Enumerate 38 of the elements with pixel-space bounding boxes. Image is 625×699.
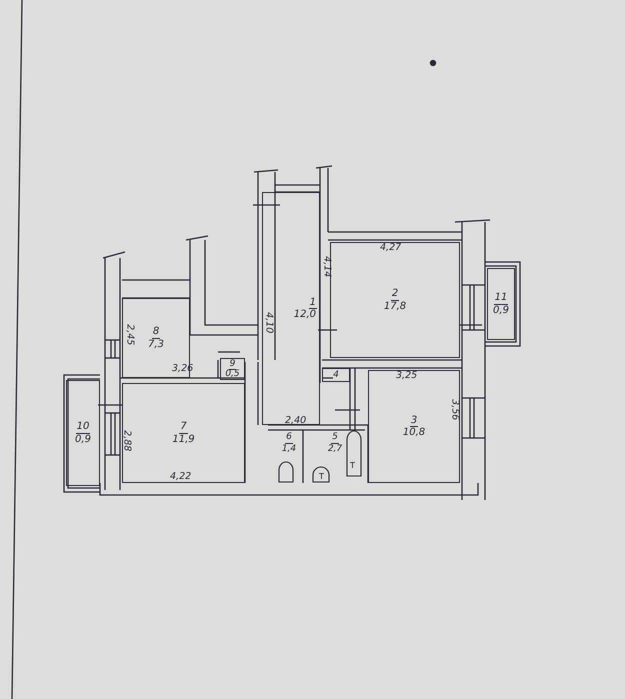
room-area: 7,3 [147, 338, 165, 350]
fixture-letter: Т [350, 462, 355, 470]
room-number: 8 [152, 326, 160, 338]
room-outline [368, 370, 460, 483]
dimension-label: 4,27 [380, 243, 402, 252]
room-outline [66, 380, 100, 486]
room-area: 1,4 [280, 444, 298, 454]
fixture-letter: Т [319, 473, 324, 481]
room-number: 6 [285, 432, 293, 444]
room-outline [262, 192, 320, 425]
room-number: 4 [332, 370, 340, 380]
room-area: 0,5 [224, 370, 241, 378]
room-outline [487, 268, 515, 340]
dimension-label: 4,10 [264, 312, 274, 334]
room-outline [220, 358, 245, 380]
room-area: 0,9 [74, 434, 92, 445]
room-outline [322, 368, 350, 382]
dimension-label: 4,22 [170, 472, 192, 482]
room-number: 7 [179, 421, 188, 434]
room-number: 5 [331, 432, 339, 444]
dimension-label: 2,40 [285, 416, 306, 426]
room-area: 12,0 [292, 309, 317, 320]
room-area: 10,8 [402, 427, 426, 438]
room-number: 2 [390, 288, 400, 300]
dimension-label: 2,45 [124, 324, 134, 346]
dimension-label: 3,25 [396, 371, 418, 380]
room-number: 1 [308, 296, 317, 309]
room-outline [330, 242, 460, 358]
room-outline [122, 383, 245, 483]
room-number: 9 [228, 360, 236, 370]
room-number: 11 [494, 292, 508, 304]
room-area: 17,8 [382, 300, 408, 312]
room-area: 11,9 [171, 434, 196, 445]
room-area: 2,7 [326, 444, 344, 454]
room-area: 0,9 [492, 304, 510, 316]
room-number: 10 [76, 421, 90, 434]
dimension-label: 2,88 [122, 430, 132, 452]
room-number: 3 [410, 414, 418, 427]
